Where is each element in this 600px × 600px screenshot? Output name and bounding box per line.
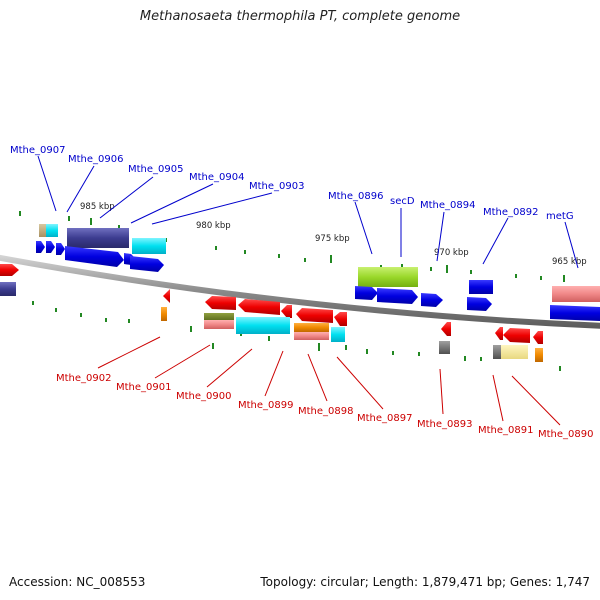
- gene-block: [358, 267, 418, 287]
- gene-label: Mthe_0890: [538, 429, 594, 440]
- gene-arrow: [441, 322, 451, 336]
- gene-label: Mthe_0892: [483, 207, 539, 218]
- gene-arrow: [163, 289, 170, 303]
- gene-arrow: [36, 241, 45, 253]
- reverse-labels: Mthe_0902 Mthe_0901 Mthe_0900 Mthe_0899 …: [56, 373, 594, 440]
- gene-arrow: [0, 264, 19, 276]
- gene-block: [46, 224, 58, 237]
- gene-arrow: [355, 286, 378, 300]
- gene-block: [535, 348, 543, 362]
- gene-block: [0, 282, 16, 296]
- gene-label: Mthe_0898: [298, 406, 354, 417]
- gene-arrow: [296, 308, 333, 323]
- gene-label: Mthe_0906: [68, 154, 124, 165]
- gene-label: Mthe_0893: [417, 419, 473, 430]
- gene-block: [39, 224, 46, 237]
- gene-label: Mthe_0896: [328, 191, 384, 202]
- gene-arrow: [421, 293, 443, 307]
- gene-arrow: [46, 241, 55, 253]
- gene-block: [294, 332, 329, 340]
- gene-arrow: [550, 305, 600, 321]
- gene-block: [132, 238, 166, 254]
- gene-arrow: [377, 288, 418, 304]
- gene-block: [294, 323, 329, 332]
- scale-label: 975 kbp: [315, 234, 350, 244]
- gene-block: [469, 280, 493, 294]
- gene-block: [331, 327, 345, 342]
- scale-label: 980 kbp: [196, 221, 231, 231]
- map-title: Methanosaeta thermophila PT, complete ge…: [139, 9, 461, 24]
- forward-labels: Mthe_0907 Mthe_0906 Mthe_0905 Mthe_0904 …: [10, 145, 574, 222]
- gene-label: Mthe_0900: [176, 391, 232, 402]
- gene-block: [67, 228, 129, 248]
- forward-leaders: [37, 155, 579, 269]
- gene-arrow: [334, 312, 347, 326]
- reverse-genes: [161, 289, 543, 362]
- gene-arrow: [238, 299, 280, 315]
- gene-arrow: [533, 331, 543, 344]
- gene-label: Mthe_0901: [116, 382, 172, 393]
- gene-label: Mthe_0899: [238, 400, 294, 411]
- gene-arrow: [130, 256, 164, 272]
- gene-label: Mthe_0904: [189, 172, 245, 183]
- gene-label: Mthe_0894: [420, 200, 476, 211]
- gene-arrow: [503, 328, 530, 343]
- gene-block: [204, 313, 234, 320]
- gene-label: secD: [390, 196, 415, 207]
- gene-label: Mthe_0891: [478, 425, 534, 436]
- gene-block: [236, 317, 290, 334]
- gene-arrow: [467, 297, 492, 311]
- gene-label: Mthe_0905: [128, 164, 184, 175]
- gene-arrow: [56, 243, 65, 255]
- reverse-leaders: [97, 336, 561, 426]
- gene-block: [204, 320, 234, 329]
- gene-arrow: [281, 305, 292, 318]
- scale-label: 965 kbp: [552, 257, 587, 267]
- genome-summary-text: Topology: circular; Length: 1,879,471 bp…: [260, 575, 590, 589]
- gene-arrow: [205, 296, 236, 310]
- gene-label: Mthe_0902: [56, 373, 112, 384]
- gene-block: [161, 307, 167, 321]
- scale-label: 985 kbp: [80, 202, 115, 212]
- forward-genes: [0, 224, 600, 321]
- gene-arrow: [65, 246, 124, 267]
- gene-label: Mthe_0897: [357, 413, 413, 424]
- gene-label: Mthe_0903: [249, 181, 305, 192]
- gene-block: [493, 345, 501, 359]
- gene-arrow: [495, 327, 503, 340]
- gene-label: metG: [546, 211, 574, 222]
- gene-block: [501, 345, 528, 359]
- gene-block: [439, 341, 450, 354]
- genome-backbone: [0, 254, 600, 329]
- scale-labels: 985 kbp 980 kbp 975 kbp 970 kbp 965 kbp: [80, 202, 587, 267]
- gene-label: Mthe_0907: [10, 145, 66, 156]
- accession-text: Accession: NC_008553: [9, 575, 146, 589]
- gene-block: [552, 286, 600, 302]
- scale-label: 970 kbp: [434, 248, 469, 258]
